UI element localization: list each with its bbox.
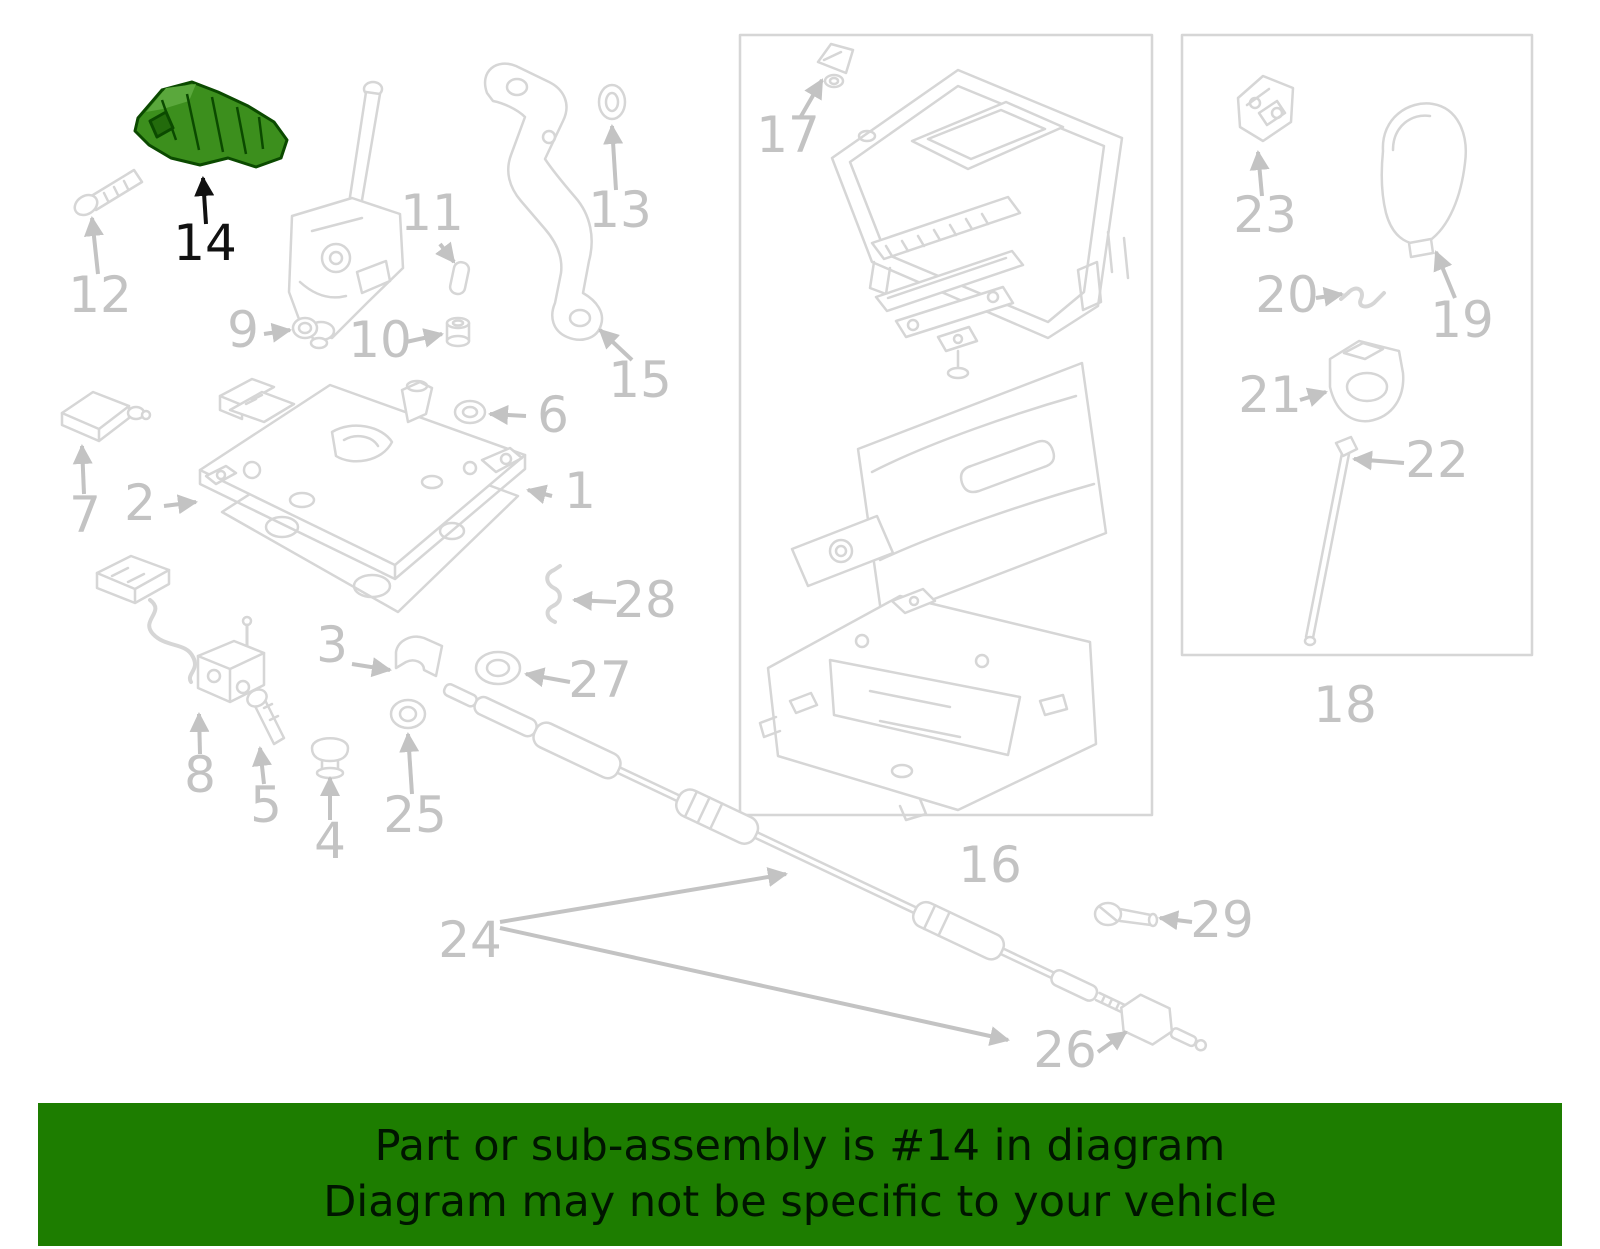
part-21-boot [1328,339,1405,423]
sliding-door-panel [856,361,1108,621]
part-label-23: 23 [1233,186,1297,244]
part-label-12: 12 [68,266,132,324]
banner-line-2: Diagram may not be specific to your vehi… [323,1176,1277,1227]
frame-box-16 [738,33,1154,817]
part-label-2: 2 [124,474,156,532]
part-label-10: 10 [348,311,412,369]
part-label-3: 3 [316,616,348,674]
part-6-ring [453,399,487,425]
part-9-ring [291,316,319,340]
part-19-shift-knob [1380,102,1467,259]
part-label-27: 27 [568,651,632,709]
part-label-26: 26 [1033,1021,1097,1079]
exploded-parts-diagram: 1 2 3 4 5 6 7 8 9 10 11 12 13 14 15 16 1… [60,33,1534,1079]
leader-arrow-14 [194,176,215,225]
part-13-grommet [597,83,627,121]
part-3-bracket [394,635,444,678]
part-label-25: 25 [383,786,447,844]
part-4-grommet [310,737,350,780]
part-label-24: 24 [438,911,502,969]
part-label-13: 13 [588,181,652,239]
part-label-17: 17 [756,106,820,164]
part-label-5: 5 [250,776,282,834]
part-14-highlighted [133,80,289,169]
part-label-29: 29 [1190,891,1254,949]
part-8-harness [95,554,266,704]
part-27-washer [474,650,522,686]
part-15-bracket [483,62,604,341]
part-label-7: 7 [69,486,101,544]
part-number-labels: 1 2 3 4 5 6 7 8 9 10 11 12 13 14 15 16 1… [68,106,1494,1079]
part-label-16: 16 [958,836,1022,894]
part-12-bolt [73,168,144,217]
part-29-bolt [1093,901,1159,928]
highlight-banner: Part or sub-assembly is #14 in diagram D… [38,1103,1562,1246]
part-label-8: 8 [184,746,216,804]
base-bracket [758,587,1098,822]
part-label-6: 6 [537,386,569,444]
part-25-ring [389,698,427,730]
part-label-1: 1 [564,462,596,520]
part-label-14-highlighted: 14 [173,214,237,272]
part-23-bracket [1236,74,1295,143]
part-label-11: 11 [400,184,464,242]
part-5-bolt [246,688,286,746]
part-20-clip [1339,286,1386,309]
leader-arrows [72,78,1457,1054]
slider-blind-strips [870,195,1025,380]
part-7-sensor [60,390,152,443]
part-label-18: 18 [1313,676,1377,734]
part-10-bushing [445,316,471,348]
console-trim-panel [830,68,1130,340]
part-label-22: 22 [1405,431,1469,489]
part-24-cable [442,682,1208,1052]
frame-box-18 [1180,33,1534,657]
shift-lever-assembly [287,80,405,350]
part-label-4: 4 [314,812,346,870]
part-22-rod [1303,435,1359,647]
part-label-19: 19 [1430,291,1494,349]
part-26-nut [1120,993,1174,1046]
part-17-clip [816,42,855,89]
part-label-21: 21 [1238,366,1302,424]
part-28-clip [545,564,562,624]
part-label-9: 9 [227,301,259,359]
part-label-28: 28 [613,571,677,629]
part-1-2-base-plate [198,377,527,614]
banner-line-1: Part or sub-assembly is #14 in diagram [374,1121,1226,1172]
small-plate [790,514,895,588]
part-label-20: 20 [1255,266,1319,324]
part-11-pin [448,260,471,296]
part-label-15: 15 [608,351,672,409]
